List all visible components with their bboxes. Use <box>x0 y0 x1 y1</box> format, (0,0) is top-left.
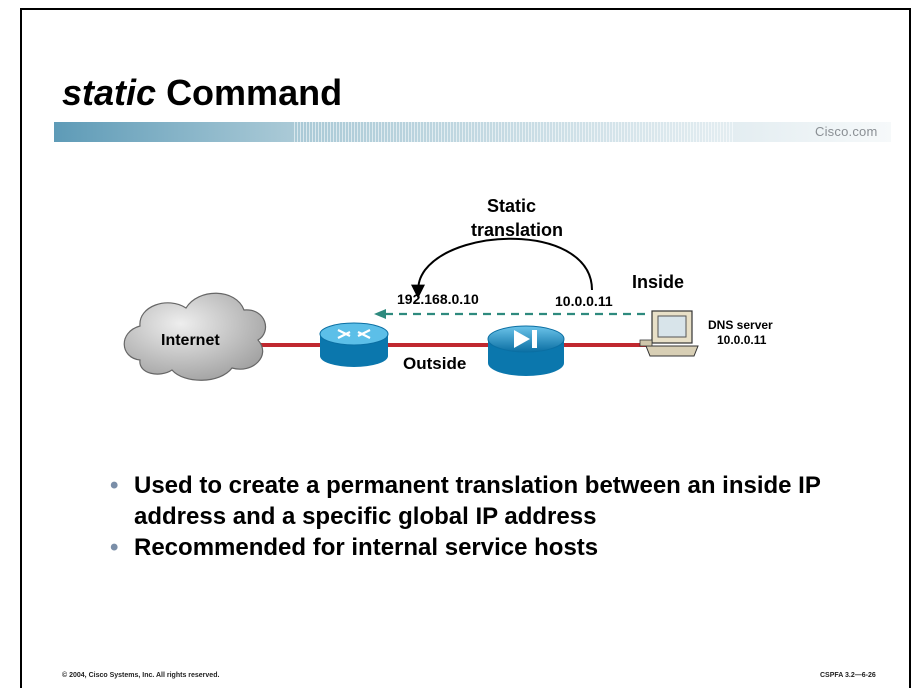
title-keyword: static <box>62 72 157 113</box>
bullet-dot-icon: • <box>110 472 119 499</box>
title-banner <box>54 122 891 142</box>
diagram-heading-line1: Static <box>487 196 537 216</box>
static-translation-arrow <box>411 237 593 299</box>
cloud-label: Internet <box>161 332 220 349</box>
bullet-dot-icon: • <box>110 534 119 561</box>
brand-label: Cisco.com <box>815 124 878 139</box>
slide-title: static Command <box>62 72 342 114</box>
local-ip-label: 10.0.0.11 <box>555 293 613 309</box>
bullet-text: Used to create a permanent translation b… <box>134 472 821 530</box>
dns-server-icon <box>639 310 699 357</box>
server-ip-label: 10.0.0.11 <box>717 333 767 347</box>
course-code-footer: CSPFA 3.2—6-26 <box>820 672 876 679</box>
firewall-icon <box>487 325 565 376</box>
router-icon <box>319 322 389 367</box>
bullet-text: Recommended for internal service hosts <box>134 534 599 561</box>
diagram-heading-line2: translation <box>471 220 564 240</box>
server-label: DNS server <box>708 318 773 332</box>
title-rest: Command <box>166 72 343 113</box>
copyright-footer: © 2004, Cisco Systems, Inc. All rights r… <box>62 672 220 679</box>
bullet-item: • Used to create a permanent translation … <box>110 470 919 532</box>
outside-label: Outside <box>403 354 467 373</box>
internet-cloud-icon <box>123 292 267 381</box>
bullet-list: • Used to create a permanent translation … <box>110 470 919 563</box>
slide-frame <box>20 8 911 688</box>
global-ip-label: 192.168.0.10 <box>397 291 479 307</box>
translation-arrowhead <box>374 309 386 319</box>
inside-label: Inside <box>632 272 685 292</box>
bullet-item: • Recommended for internal service hosts <box>110 532 919 563</box>
